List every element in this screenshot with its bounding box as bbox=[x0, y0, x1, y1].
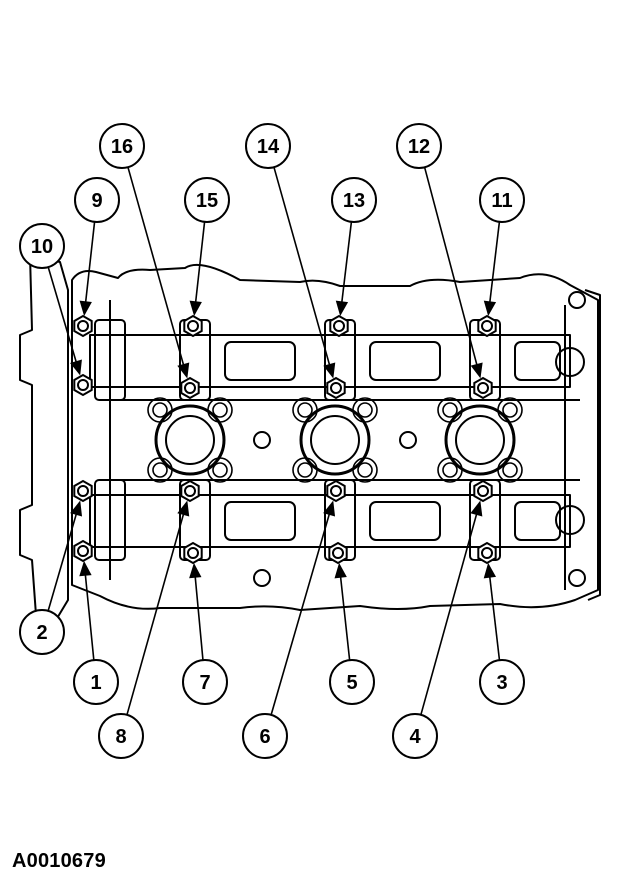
callout-12: 12 bbox=[396, 123, 442, 169]
intake-camshaft bbox=[89, 334, 571, 388]
leader-arrow-2 bbox=[70, 500, 83, 517]
callout-13: 13 bbox=[331, 177, 377, 223]
bolt-12 bbox=[473, 376, 493, 400]
leader-line-3 bbox=[487, 564, 501, 661]
cam-cap bbox=[94, 319, 126, 401]
leader-arrow-9 bbox=[79, 300, 92, 317]
bolt-5 bbox=[328, 541, 348, 565]
bolt-10 bbox=[73, 373, 93, 397]
spark-plug-well bbox=[299, 404, 371, 476]
leader-line-16 bbox=[127, 166, 188, 377]
bolt-3 bbox=[477, 541, 497, 565]
cam-cap bbox=[94, 479, 126, 561]
leader-line-5 bbox=[338, 564, 351, 661]
bolt-2 bbox=[73, 479, 93, 503]
leader-arrow-10 bbox=[70, 359, 82, 376]
callout-label: 8 bbox=[115, 726, 126, 748]
callout-label: 5 bbox=[346, 672, 357, 694]
leader-arrow-13 bbox=[335, 300, 349, 317]
callout-6: 6 bbox=[242, 713, 288, 759]
leader-arrow-1 bbox=[79, 560, 92, 577]
callout-3: 3 bbox=[479, 659, 525, 705]
leader-arrow-15 bbox=[189, 300, 202, 317]
callout-label: 1 bbox=[90, 672, 101, 694]
front-cover bbox=[19, 254, 69, 621]
bolt-16 bbox=[180, 376, 200, 400]
valve-springs bbox=[147, 397, 523, 483]
callout-16: 16 bbox=[99, 123, 145, 169]
spark-plug-well bbox=[154, 404, 226, 476]
leader-line-2 bbox=[47, 502, 81, 612]
leader-line-13 bbox=[339, 221, 353, 315]
leader-arrow-8 bbox=[177, 500, 190, 517]
leader-line-11 bbox=[487, 221, 501, 315]
callout-label: 9 bbox=[91, 190, 102, 212]
leader-line-15 bbox=[193, 221, 206, 315]
exhaust-camshaft bbox=[89, 494, 571, 548]
bolt-9 bbox=[73, 314, 93, 338]
callout-label: 13 bbox=[343, 190, 365, 212]
bolt-7 bbox=[183, 541, 203, 565]
callout-label: 16 bbox=[111, 136, 133, 158]
callout-label: 4 bbox=[409, 726, 421, 748]
callout-label: 10 bbox=[31, 236, 53, 258]
callout-4: 4 bbox=[392, 713, 438, 759]
spark-plug-well bbox=[444, 404, 516, 476]
leader-line-1 bbox=[83, 562, 95, 661]
callout-11: 11 bbox=[479, 177, 525, 223]
bolt-15 bbox=[183, 314, 203, 338]
callout-label: 15 bbox=[196, 190, 218, 212]
callout-8: 8 bbox=[98, 713, 144, 759]
cylinder-head-outline bbox=[71, 264, 599, 611]
callout-label: 11 bbox=[491, 190, 512, 212]
bolt-11 bbox=[477, 314, 497, 338]
leader-line-8 bbox=[126, 502, 188, 716]
leader-line-10 bbox=[47, 266, 81, 374]
leader-arrow-16 bbox=[177, 362, 190, 379]
leader-arrow-4 bbox=[470, 500, 483, 517]
leader-arrow-5 bbox=[334, 562, 347, 579]
right-end-wall bbox=[584, 289, 601, 601]
callout-label: 2 bbox=[36, 622, 47, 644]
callout-9: 9 bbox=[74, 177, 120, 223]
callout-7: 7 bbox=[182, 659, 228, 705]
leader-line-14 bbox=[273, 166, 334, 377]
leader-arrow-14 bbox=[323, 362, 336, 379]
bolt-13 bbox=[329, 314, 349, 338]
leader-arrow-6 bbox=[323, 500, 336, 517]
leader-line-12 bbox=[423, 167, 481, 377]
leader-line-6 bbox=[270, 502, 334, 716]
callout-1: 1 bbox=[73, 659, 119, 705]
leader-arrow-11 bbox=[483, 300, 497, 317]
callout-label: 6 bbox=[259, 726, 270, 748]
callout-14: 14 bbox=[245, 123, 291, 169]
callout-label: 14 bbox=[257, 136, 280, 158]
leader-arrow-3 bbox=[483, 562, 497, 579]
callout-15: 15 bbox=[184, 177, 230, 223]
callout-label: 3 bbox=[496, 672, 507, 694]
bolt-6 bbox=[326, 479, 346, 503]
bolt-8 bbox=[180, 479, 200, 503]
figure-id: A0010679 bbox=[12, 850, 106, 872]
leader-arrow-7 bbox=[189, 562, 202, 579]
bolt-4 bbox=[473, 479, 493, 503]
callout-label: 7 bbox=[199, 672, 210, 694]
callout-5: 5 bbox=[329, 659, 375, 705]
leader-line-7 bbox=[193, 564, 204, 661]
callout-label: 12 bbox=[408, 136, 430, 158]
callout-2: 2 bbox=[19, 609, 65, 655]
leader-arrow-12 bbox=[470, 362, 483, 379]
leader-line-4 bbox=[420, 502, 481, 716]
callout-10: 10 bbox=[19, 223, 65, 269]
bolt-1 bbox=[73, 539, 93, 563]
leader-line-9 bbox=[83, 221, 96, 315]
bolt-14 bbox=[326, 376, 346, 400]
